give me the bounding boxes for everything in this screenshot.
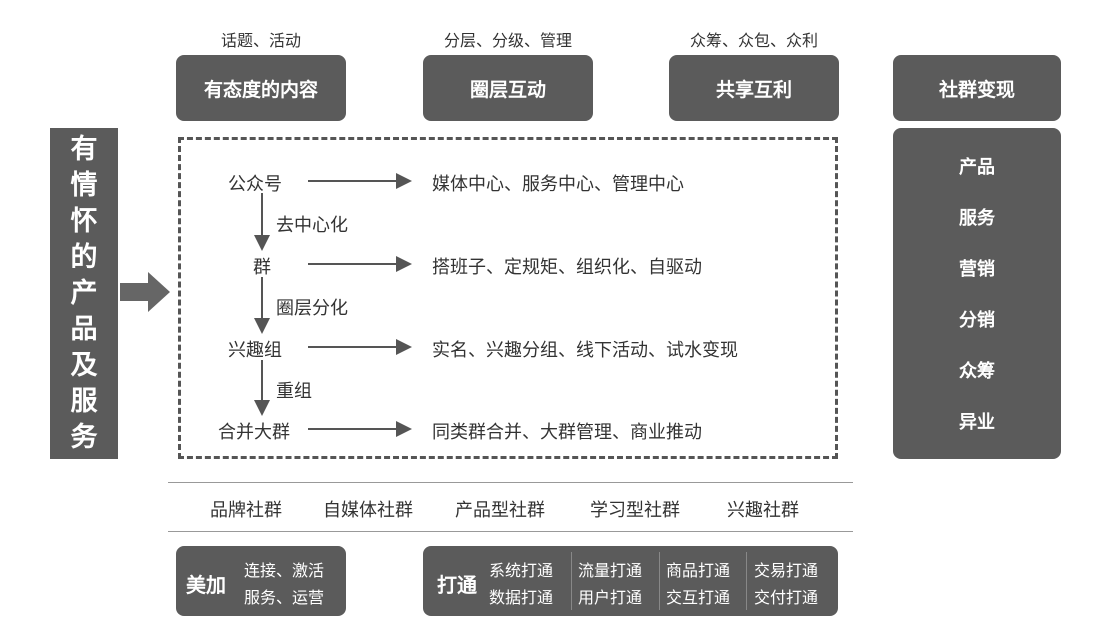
step-reorganize: 重组 bbox=[276, 381, 312, 402]
type-brand: 品牌社群 bbox=[210, 500, 282, 521]
flow-container bbox=[178, 137, 838, 459]
datong-title: 打通 bbox=[437, 573, 477, 597]
datong-box: 打通 系统打通 数据打通 流量打通 用户打通 商品打通 交互打通 交易打通 交付… bbox=[423, 546, 838, 616]
meijia-line1: 连接、激活 bbox=[244, 561, 325, 580]
top-caption-2: 分层、分级、管理 bbox=[443, 31, 572, 50]
desc-official-account: 媒体中心、服务中心、管理中心 bbox=[432, 174, 684, 195]
left-product-box: 有 情 怀 的 产 品 及 服 务 bbox=[50, 128, 118, 459]
left-char: 的 bbox=[70, 241, 98, 273]
top-box-content: 有态度的内容 bbox=[176, 55, 346, 121]
left-char: 情 bbox=[70, 169, 98, 201]
top-caption-1: 话题、活动 bbox=[220, 31, 301, 50]
datong-separator bbox=[571, 552, 572, 610]
meijia-title: 美加 bbox=[186, 573, 226, 597]
step-decentralize: 去中心化 bbox=[276, 215, 348, 236]
node-merged-group: 合并大群 bbox=[218, 422, 290, 443]
divider-top bbox=[168, 482, 853, 483]
meijia-box: 美加 连接、激活 服务、运营 bbox=[176, 546, 346, 616]
monetization-item: 分销 bbox=[959, 310, 995, 331]
datong-item: 用户打通 bbox=[578, 588, 643, 607]
datong-item: 交互打通 bbox=[666, 588, 731, 607]
left-char: 务 bbox=[70, 421, 98, 453]
type-selfmedia: 自媒体社群 bbox=[323, 500, 413, 521]
monetization-item: 众筹 bbox=[959, 361, 995, 382]
node-group: 群 bbox=[253, 257, 271, 278]
type-learning: 学习型社群 bbox=[590, 500, 680, 521]
step-differentiate: 圈层分化 bbox=[276, 298, 348, 319]
big-arrow-icon bbox=[120, 272, 170, 312]
divider-bottom bbox=[168, 531, 853, 532]
desc-merged-group: 同类群合并、大群管理、商业推动 bbox=[432, 422, 702, 443]
datong-separator bbox=[659, 552, 660, 610]
type-interest: 兴趣社群 bbox=[727, 500, 799, 521]
datong-item: 交易打通 bbox=[754, 561, 819, 580]
top-box-interaction: 圈层互动 bbox=[423, 55, 593, 121]
left-char: 有 bbox=[70, 133, 98, 165]
left-char: 品 bbox=[70, 313, 98, 345]
desc-interest-group: 实名、兴趣分组、线下活动、试水变现 bbox=[432, 340, 738, 361]
datong-item: 数据打通 bbox=[489, 588, 554, 607]
monetization-item: 产品 bbox=[959, 157, 995, 178]
datong-item: 系统打通 bbox=[489, 561, 554, 580]
meijia-line2: 服务、运营 bbox=[244, 588, 325, 607]
datong-item: 交付打通 bbox=[754, 588, 819, 607]
datong-item: 商品打通 bbox=[666, 561, 731, 580]
node-interest-group: 兴趣组 bbox=[228, 340, 282, 361]
left-char: 怀 bbox=[70, 205, 98, 237]
datong-separator bbox=[746, 552, 747, 610]
top-box-sharing: 共享互利 bbox=[669, 55, 839, 121]
flow-connectors bbox=[254, 173, 412, 437]
monetization-item: 服务 bbox=[959, 208, 995, 229]
top-caption-3: 众筹、众包、众利 bbox=[689, 31, 818, 50]
left-char: 及 bbox=[70, 349, 98, 381]
datong-item: 流量打通 bbox=[578, 561, 643, 580]
node-official-account: 公众号 bbox=[228, 174, 282, 195]
left-char: 服 bbox=[70, 385, 98, 417]
monetization-header: 社群变现 bbox=[893, 55, 1061, 121]
left-char: 产 bbox=[70, 277, 98, 309]
desc-group: 搭班子、定规矩、组织化、自驱动 bbox=[432, 257, 702, 278]
monetization-item: 营销 bbox=[959, 259, 995, 280]
monetization-list: 产品 服务 营销 分销 众筹 异业 bbox=[893, 128, 1061, 459]
type-product: 产品型社群 bbox=[455, 500, 545, 521]
monetization-item: 异业 bbox=[959, 412, 995, 433]
